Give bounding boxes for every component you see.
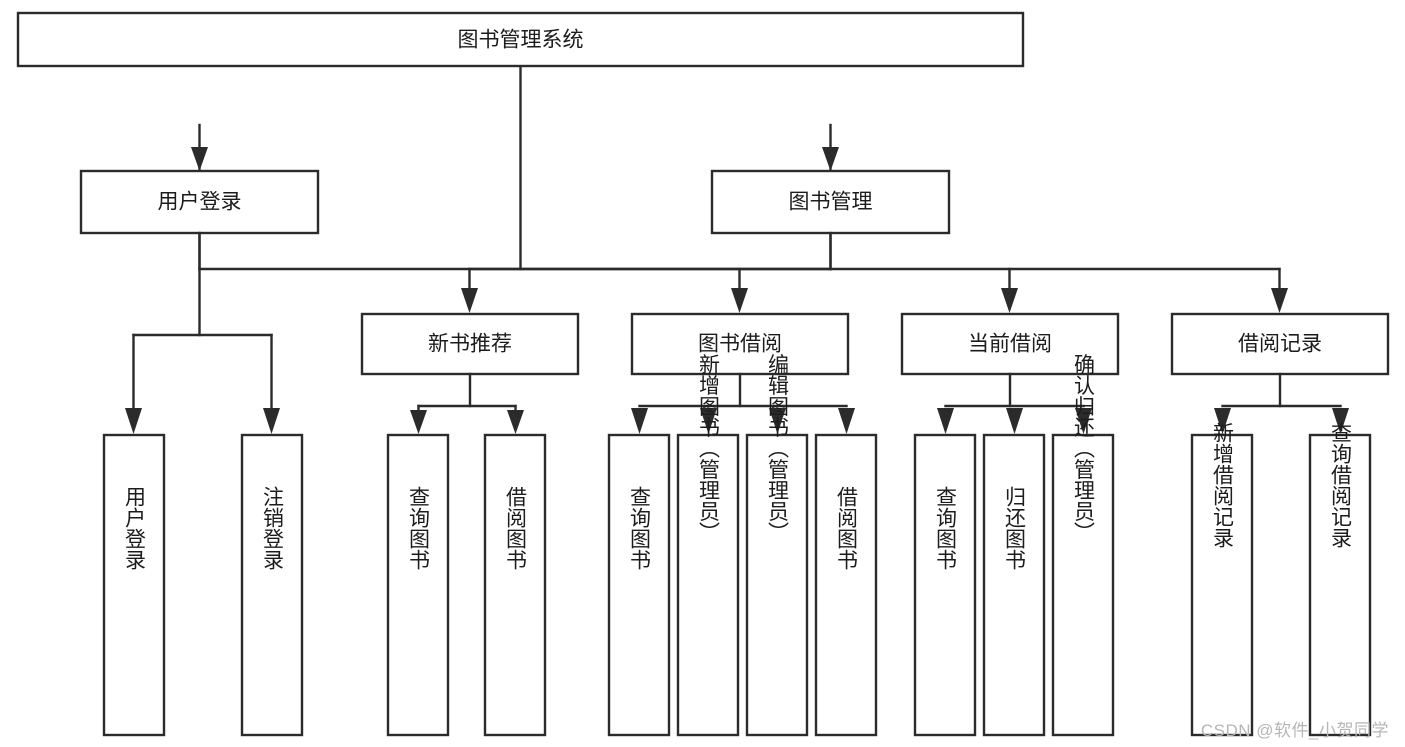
node-user-login-do-box[interactable] [102,433,166,737]
node-bor-query-book-box[interactable] [607,433,671,737]
node-user-login-do[interactable]: 用户登录 [102,433,166,737]
arrowhead-current-borrow [1001,288,1018,313]
node-book-borrow-label: 图书借阅 [698,333,782,356]
connector-group-book-management [461,231,1288,313]
node-user-login-label: 用户登录 [158,191,242,214]
node-rec-add-record[interactable]: 新增借阅记录 [1190,422,1254,737]
node-cur-confirm-return-box[interactable] [1051,433,1115,737]
connector-group-book-borrow [631,372,855,434]
node-bor-borrow-book-label: 借阅图书 [835,486,859,570]
arrowhead-rec-borrow-book [507,410,524,434]
arrowhead-user-login [191,147,208,171]
node-rec-add-record-box[interactable] [1190,433,1254,737]
node-rec-borrow-book-box[interactable] [483,433,547,737]
connector-group-borrow-record [1214,372,1349,434]
node-root-box[interactable] [16,11,1025,68]
node-book-management[interactable]: 图书管理 [710,169,951,235]
node-book-borrow[interactable]: 图书借阅 [630,312,850,376]
arrowhead-borrow-record [1271,288,1288,313]
node-rec-borrow-book[interactable]: 借阅图书 [483,433,547,737]
node-rec-borrow-book-label: 借阅图书 [504,486,528,570]
node-bor-borrow-book-box[interactable] [814,433,878,737]
arrowhead-cur-confirm-return [1075,408,1092,434]
node-cur-return-book-box[interactable] [982,433,1046,737]
connector-group-user-login [125,231,280,434]
node-bor-query-book[interactable]: 查询图书 [607,433,671,737]
node-rec-add-record-label: 新增借阅记录 [1211,422,1235,548]
node-rec-query-record[interactable]: 查询借阅记录 [1308,422,1372,737]
node-cur-query-book[interactable]: 查询图书 [913,433,977,737]
arrowhead-new-book-recommend [461,288,478,313]
arrowhead-cur-query-book [937,408,954,434]
node-rec-query-record-box[interactable] [1308,433,1372,737]
node-user-login-do-label: 用户登录 [123,486,147,570]
node-bor-edit-book-label: 编辑图书（管理员） [766,354,790,543]
node-book-management-label: 图书管理 [789,191,873,214]
arrowhead-rec-add-record [1214,408,1231,434]
node-borrow-record-box[interactable] [1170,312,1390,376]
csdn-watermark: CSDN @软件_小贺同学 [1200,721,1389,740]
arrowhead-book-management [822,147,839,171]
node-borrow-record-label: 借阅记录 [1238,333,1322,356]
node-user-logout[interactable]: 注销登录 [240,433,304,737]
arrowhead-bor-add-book [700,408,717,434]
node-new-book-recommend-box[interactable] [360,312,580,376]
node-current-borrow[interactable]: 当前借阅 [900,312,1120,376]
node-borrow-record[interactable]: 借阅记录 [1170,312,1390,376]
node-cur-query-book-label: 查询图书 [934,486,958,570]
node-root-label: 图书管理系统 [458,29,584,52]
node-user-logout-label: 注销登录 [261,486,285,570]
arrowhead-rec-query-book [410,410,427,434]
arrowhead-bor-query-book [631,408,648,434]
node-root[interactable]: 图书管理系统 [16,11,1025,68]
arrowhead-bor-edit-book [769,408,786,434]
node-current-borrow-label: 当前借阅 [968,333,1052,356]
node-cur-query-book-box[interactable] [913,433,977,737]
node-rec-query-book-label: 查询图书 [407,486,431,570]
arrowhead-user-login-do [125,408,142,434]
arrowhead-user-logout [263,408,280,434]
arrowhead-bor-borrow-book [838,408,855,434]
node-rec-query-record-label: 查询借阅记录 [1329,422,1353,548]
connector-group-root-fix [191,123,839,171]
node-new-book-recommend[interactable]: 新书推荐 [360,312,580,376]
arrowhead-book-borrow [731,288,748,313]
node-bor-edit-book[interactable]: 编辑图书（管理员） [745,354,809,737]
node-cur-confirm-return[interactable]: 确认归还（管理员） [1051,354,1115,737]
node-cur-return-book[interactable]: 归还图书 [982,433,1046,737]
node-bor-add-book-label: 新增图书（管理员） [697,354,721,543]
node-book-borrow-box[interactable] [630,312,850,376]
arrowhead-cur-return-book [1006,408,1023,434]
node-rec-query-book-box[interactable] [386,433,450,737]
node-new-book-recommend-label: 新书推荐 [428,333,512,356]
node-book-management-box[interactable] [710,169,951,235]
node-bor-add-book[interactable]: 新增图书（管理员） [676,354,740,737]
node-cur-confirm-return-label: 确认归还（管理员） [1072,354,1096,543]
node-cur-return-book-label: 归还图书 [1003,486,1027,570]
node-user-logout-box[interactable] [240,433,304,737]
node-rec-query-book[interactable]: 查询图书 [386,433,450,737]
connector-group-root [198,64,832,271]
node-user-login[interactable]: 用户登录 [79,169,320,235]
node-user-login-box[interactable] [79,169,320,235]
connector-group-current-borrow [937,372,1092,434]
node-bor-borrow-book[interactable]: 借阅图书 [814,433,878,737]
arrowhead-rec-query-record [1332,408,1349,434]
node-bor-query-book-label: 查询图书 [628,486,652,570]
node-bor-edit-book-box[interactable] [745,433,809,737]
node-current-borrow-box[interactable] [900,312,1120,376]
node-bor-add-book-box[interactable] [676,433,740,737]
connector-group-new-book-recommend [410,372,524,434]
